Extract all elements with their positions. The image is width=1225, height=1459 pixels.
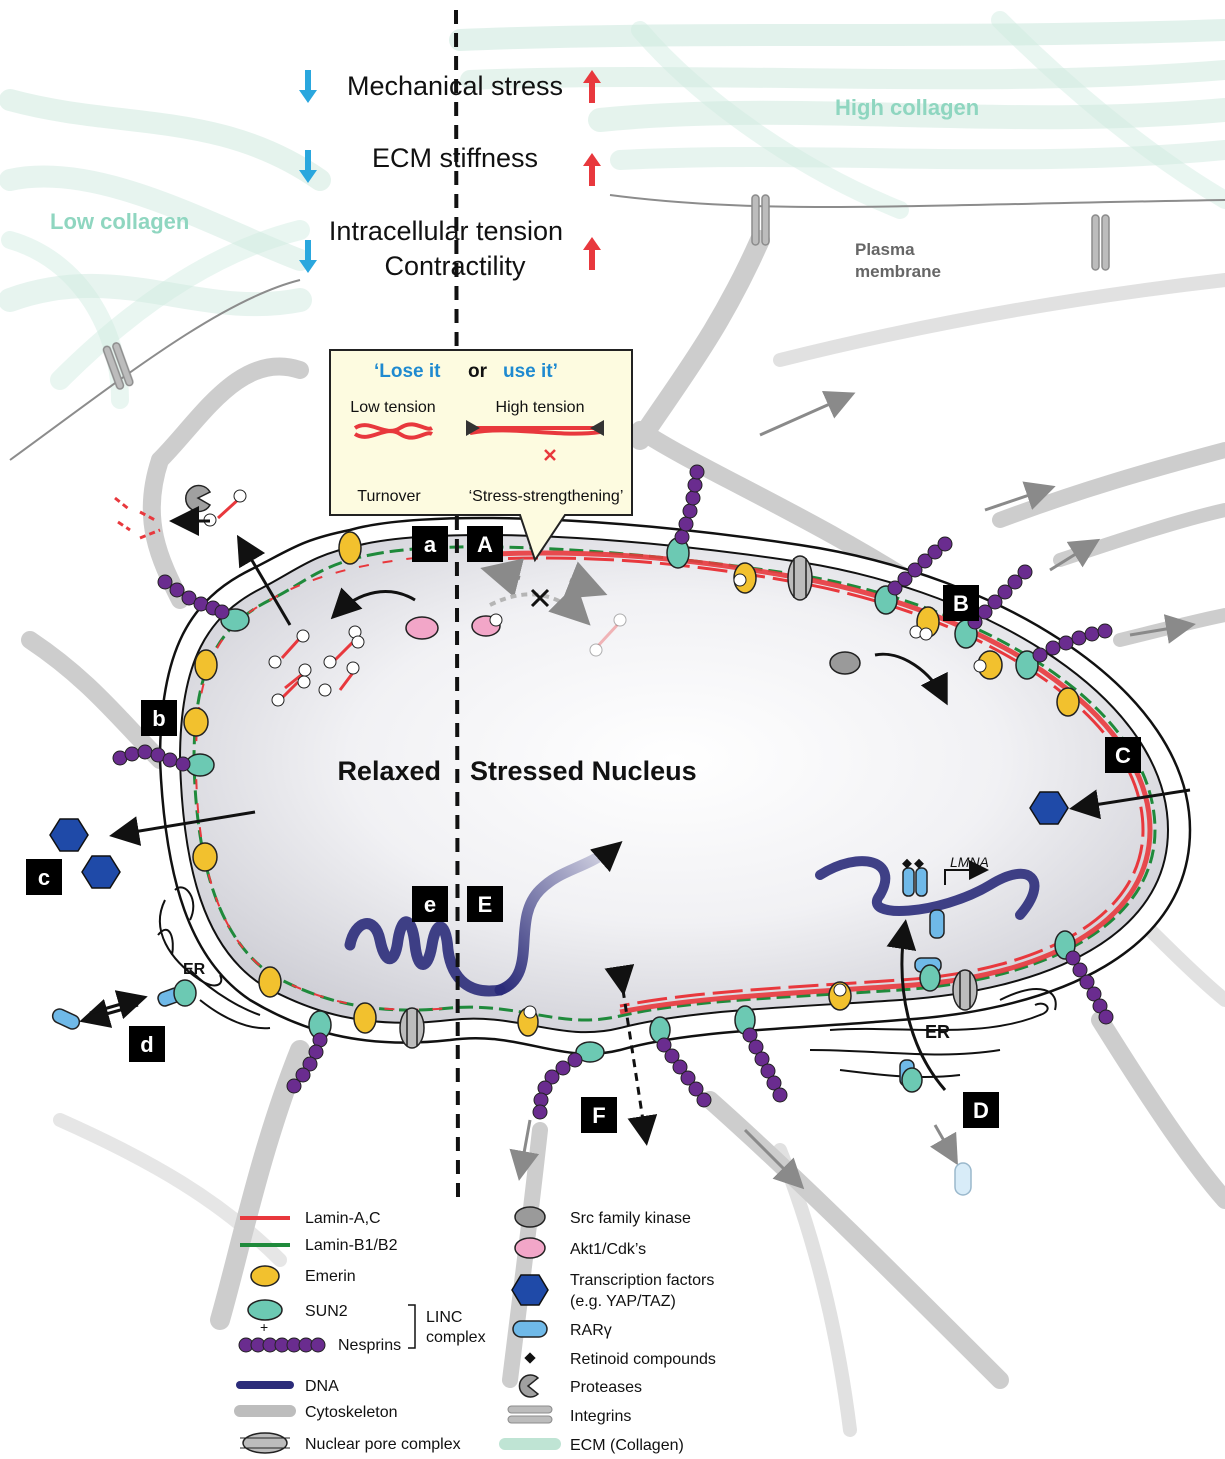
phospho-groups [203, 489, 987, 1019]
high-collagen-label: High collagen [835, 95, 979, 120]
legend-sun2-label: SUN2 [305, 1303, 348, 1320]
legend-cytoskeleton: Cytoskeleton [234, 1404, 398, 1421]
legend-src: Src family kinase [514, 1206, 691, 1228]
stressed-nucleus-label: Stressed Nucleus [470, 756, 697, 786]
legend-retinoid: Retinoid compounds [524, 1351, 716, 1368]
emerin-icons [183, 531, 1080, 1037]
contractility-label: Contractility [384, 251, 526, 281]
legend-tf-label-2: (e.g. YAP/TAZ) [570, 1293, 676, 1310]
ecm-collagen-fibers [0, 11, 1225, 409]
process-arrows [79, 423, 1191, 1091]
protease-icon [185, 484, 212, 513]
legend-akt: Akt1/Cdk’s [514, 1237, 646, 1259]
transcription-factor-icons [49, 791, 1069, 889]
legend-proteases-label: Proteases [570, 1379, 642, 1396]
legend-tf: Transcription factors (e.g. YAP/TAZ) [511, 1272, 714, 1310]
plasma-membrane-label-1: Plasma [855, 240, 915, 259]
low-tension-label: Low tension [350, 399, 435, 416]
legend-emerin-label: Emerin [305, 1268, 356, 1285]
legend-lamin-ac-label: Lamin-A,C [305, 1210, 381, 1227]
blocked-turnover-x [530, 588, 550, 608]
or-label: or [468, 361, 488, 382]
legend-lamin-ac: Lamin-A,C [240, 1210, 381, 1227]
legend-linc-label-1: LINC [426, 1309, 462, 1326]
legend-akt-label: Akt1/Cdk’s [570, 1241, 646, 1258]
dna-strands [344, 844, 1040, 997]
legend-dna-label: DNA [305, 1378, 339, 1395]
legend: Lamin-A,C Lamin-B1/B2 Emerin SUN2 + Nesp… [234, 1206, 716, 1454]
legend-dna: DNA [236, 1378, 339, 1395]
retinoid-compound-icons [902, 858, 924, 869]
legend-retinoid-label: Retinoid compounds [570, 1351, 716, 1368]
panel-c-label: c [38, 865, 50, 890]
legend-linc-label-2: complex [426, 1329, 486, 1346]
legend-lamin-b-label: Lamin-B1/B2 [305, 1237, 398, 1254]
legend-src-label: Src family kinase [570, 1210, 691, 1227]
use-it-label: use it’ [503, 361, 558, 382]
cytoskeleton-tension-arrows [509, 391, 1196, 1190]
panel-A-label: A [477, 532, 493, 557]
callout-arrows-grey [480, 558, 608, 626]
panel-C-label: C [1115, 743, 1131, 768]
intracellular-tension-label: Intracellular tension [329, 216, 563, 246]
legend-sun2: SUN2 + [247, 1299, 348, 1335]
legend-emerin: Emerin [250, 1265, 356, 1287]
stress-indicator-arrows [299, 70, 601, 273]
legend-plus-label: + [260, 1319, 268, 1335]
plasma-membrane-label-2: membrane [855, 262, 941, 281]
plasma-membrane-right [609, 194, 1225, 208]
lamin-ac-thick-2 [469, 556, 1145, 1008]
integrin-icons [102, 194, 1110, 390]
linc-complexes [112, 464, 1114, 1120]
lmna-gene-label: LMNA [950, 854, 989, 870]
mechanical-stress-label: Mechanical stress [347, 71, 563, 101]
lamin-ac-thick [469, 550, 1153, 1015]
stress-strengthening-label: ‘Stress-strengthening’ [469, 488, 624, 505]
lose-it-or-use-it-callout [329, 349, 633, 563]
panel-D-label: D [973, 1098, 989, 1123]
legend-tf-label-1: Transcription factors [570, 1272, 714, 1289]
legend-npc-label: Nuclear pore complex [305, 1436, 461, 1453]
legend-lamin-b: Lamin-B1/B2 [240, 1237, 398, 1254]
dna-decondensation-arrow [590, 841, 623, 873]
legend-nesprins-label: Nesprins [338, 1337, 401, 1354]
src-kinase-icon [829, 651, 861, 675]
high-tension-label: High tension [496, 399, 585, 416]
legend-ecm-label: ECM (Collagen) [570, 1437, 684, 1454]
er-label-left: ER [183, 961, 206, 978]
panel-a-label: a [424, 532, 437, 557]
panel-e-label: e [424, 892, 436, 917]
relaxed-label: Relaxed [337, 756, 441, 786]
nucleocytoplasmic-shuttling-arrow [604, 964, 658, 1146]
legend-npc: Nuclear pore complex [240, 1432, 461, 1454]
nuclear-pore-complex-icon [399, 555, 978, 1049]
turnover-label: Turnover [357, 488, 421, 505]
legend-cytoskeleton-label: Cytoskeleton [305, 1404, 398, 1421]
panel-labels: a A b B c C d D e E F [26, 526, 1141, 1133]
legend-nesprins: Nesprins LINC complex [238, 1304, 486, 1354]
legend-ecm: ECM (Collagen) [499, 1437, 684, 1454]
panel-B-label: B [953, 591, 969, 616]
plasma-membrane-left [9, 279, 301, 461]
lose-it-label: ‘Lose it [374, 361, 441, 382]
relaxed-stressed-divider [454, 9, 460, 1201]
panel-d-label: d [140, 1032, 153, 1057]
legend-proteases: Proteases [518, 1374, 642, 1398]
legend-integrins-label: Integrins [570, 1408, 631, 1425]
legend-rar: RARγ [512, 1320, 612, 1339]
panel-b-label: b [152, 706, 165, 731]
legend-rar-label: RARγ [570, 1322, 612, 1339]
low-collagen-label: Low collagen [50, 209, 189, 234]
lmna-promoter-arrow [944, 860, 989, 885]
legend-integrins: Integrins [507, 1405, 631, 1425]
panel-F-label: F [592, 1103, 605, 1128]
panel-E-label: E [478, 892, 493, 917]
er-label-right: ER [925, 1022, 950, 1042]
rar-bound-sun2 [173, 964, 941, 1093]
ecm-stiffness-label: ECM stiffness [372, 143, 538, 173]
